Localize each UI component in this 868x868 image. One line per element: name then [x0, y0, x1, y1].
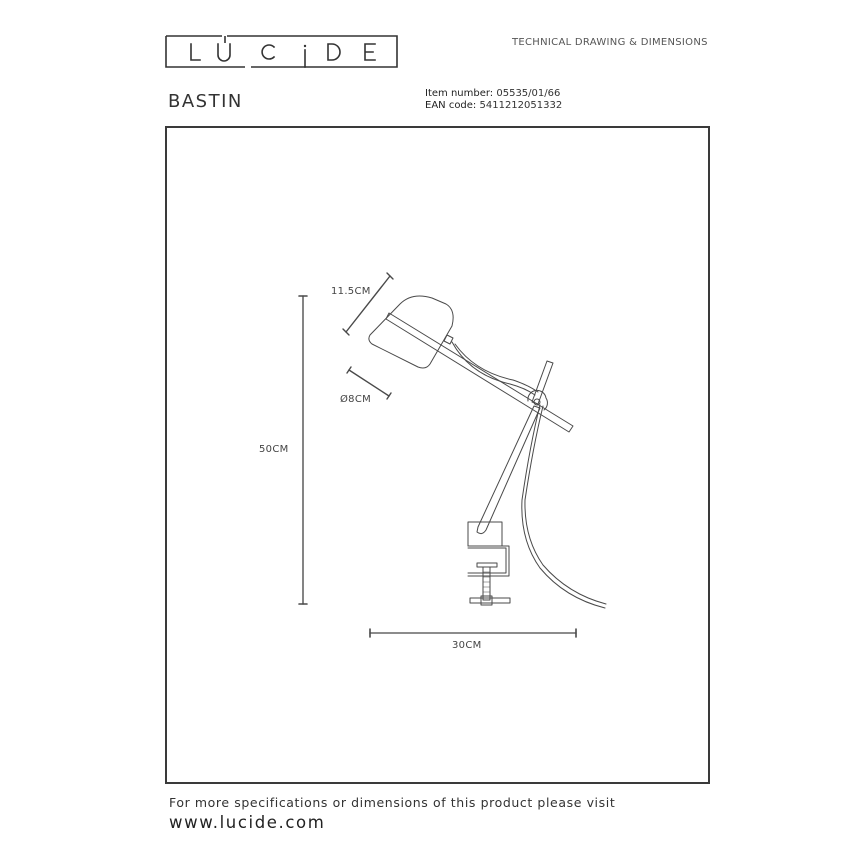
shade-diameter-label: Ø8CM: [340, 394, 372, 405]
ean-label: EAN code:: [425, 100, 477, 111]
pivot-knob: [527, 389, 548, 411]
website-link[interactable]: www.lucide.com: [169, 813, 326, 832]
logo-frame-icon: [165, 35, 398, 68]
cross-arm: [531, 360, 554, 405]
drawing-frame: [165, 126, 710, 784]
width-dimension-line: [369, 628, 577, 638]
product-name: BASTIN: [168, 91, 243, 112]
shade-length-label: 11.5CM: [331, 286, 371, 297]
upper-arm: [385, 312, 574, 433]
shade-length-dimension-line: [342, 272, 394, 336]
item-info: Item number: 05535/01/66 EAN code: 54112…: [425, 88, 562, 112]
item-number-row: Item number: 05535/01/66: [425, 88, 562, 100]
footer-note: For more specifications or dimensions of…: [169, 795, 616, 810]
width-label: 30CM: [452, 640, 482, 651]
section-title: TECHNICAL DRAWING & DIMENSIONS: [512, 37, 708, 48]
lucide-logo: [165, 35, 398, 68]
height-label: 50CM: [259, 444, 289, 455]
desk-clamp: [467, 521, 511, 606]
lamp-shade: [368, 295, 454, 369]
lower-arm: [476, 405, 541, 535]
item-number-value: 05535/01/66: [496, 88, 561, 99]
ean-value: 5411212051332: [479, 100, 563, 111]
power-cable: [521, 404, 606, 609]
item-number-label: Item number:: [425, 88, 494, 99]
shade-diameter-dimension-line: [346, 366, 392, 400]
ean-row: EAN code: 5411212051332: [425, 100, 562, 112]
height-dimension-line: [298, 295, 308, 605]
